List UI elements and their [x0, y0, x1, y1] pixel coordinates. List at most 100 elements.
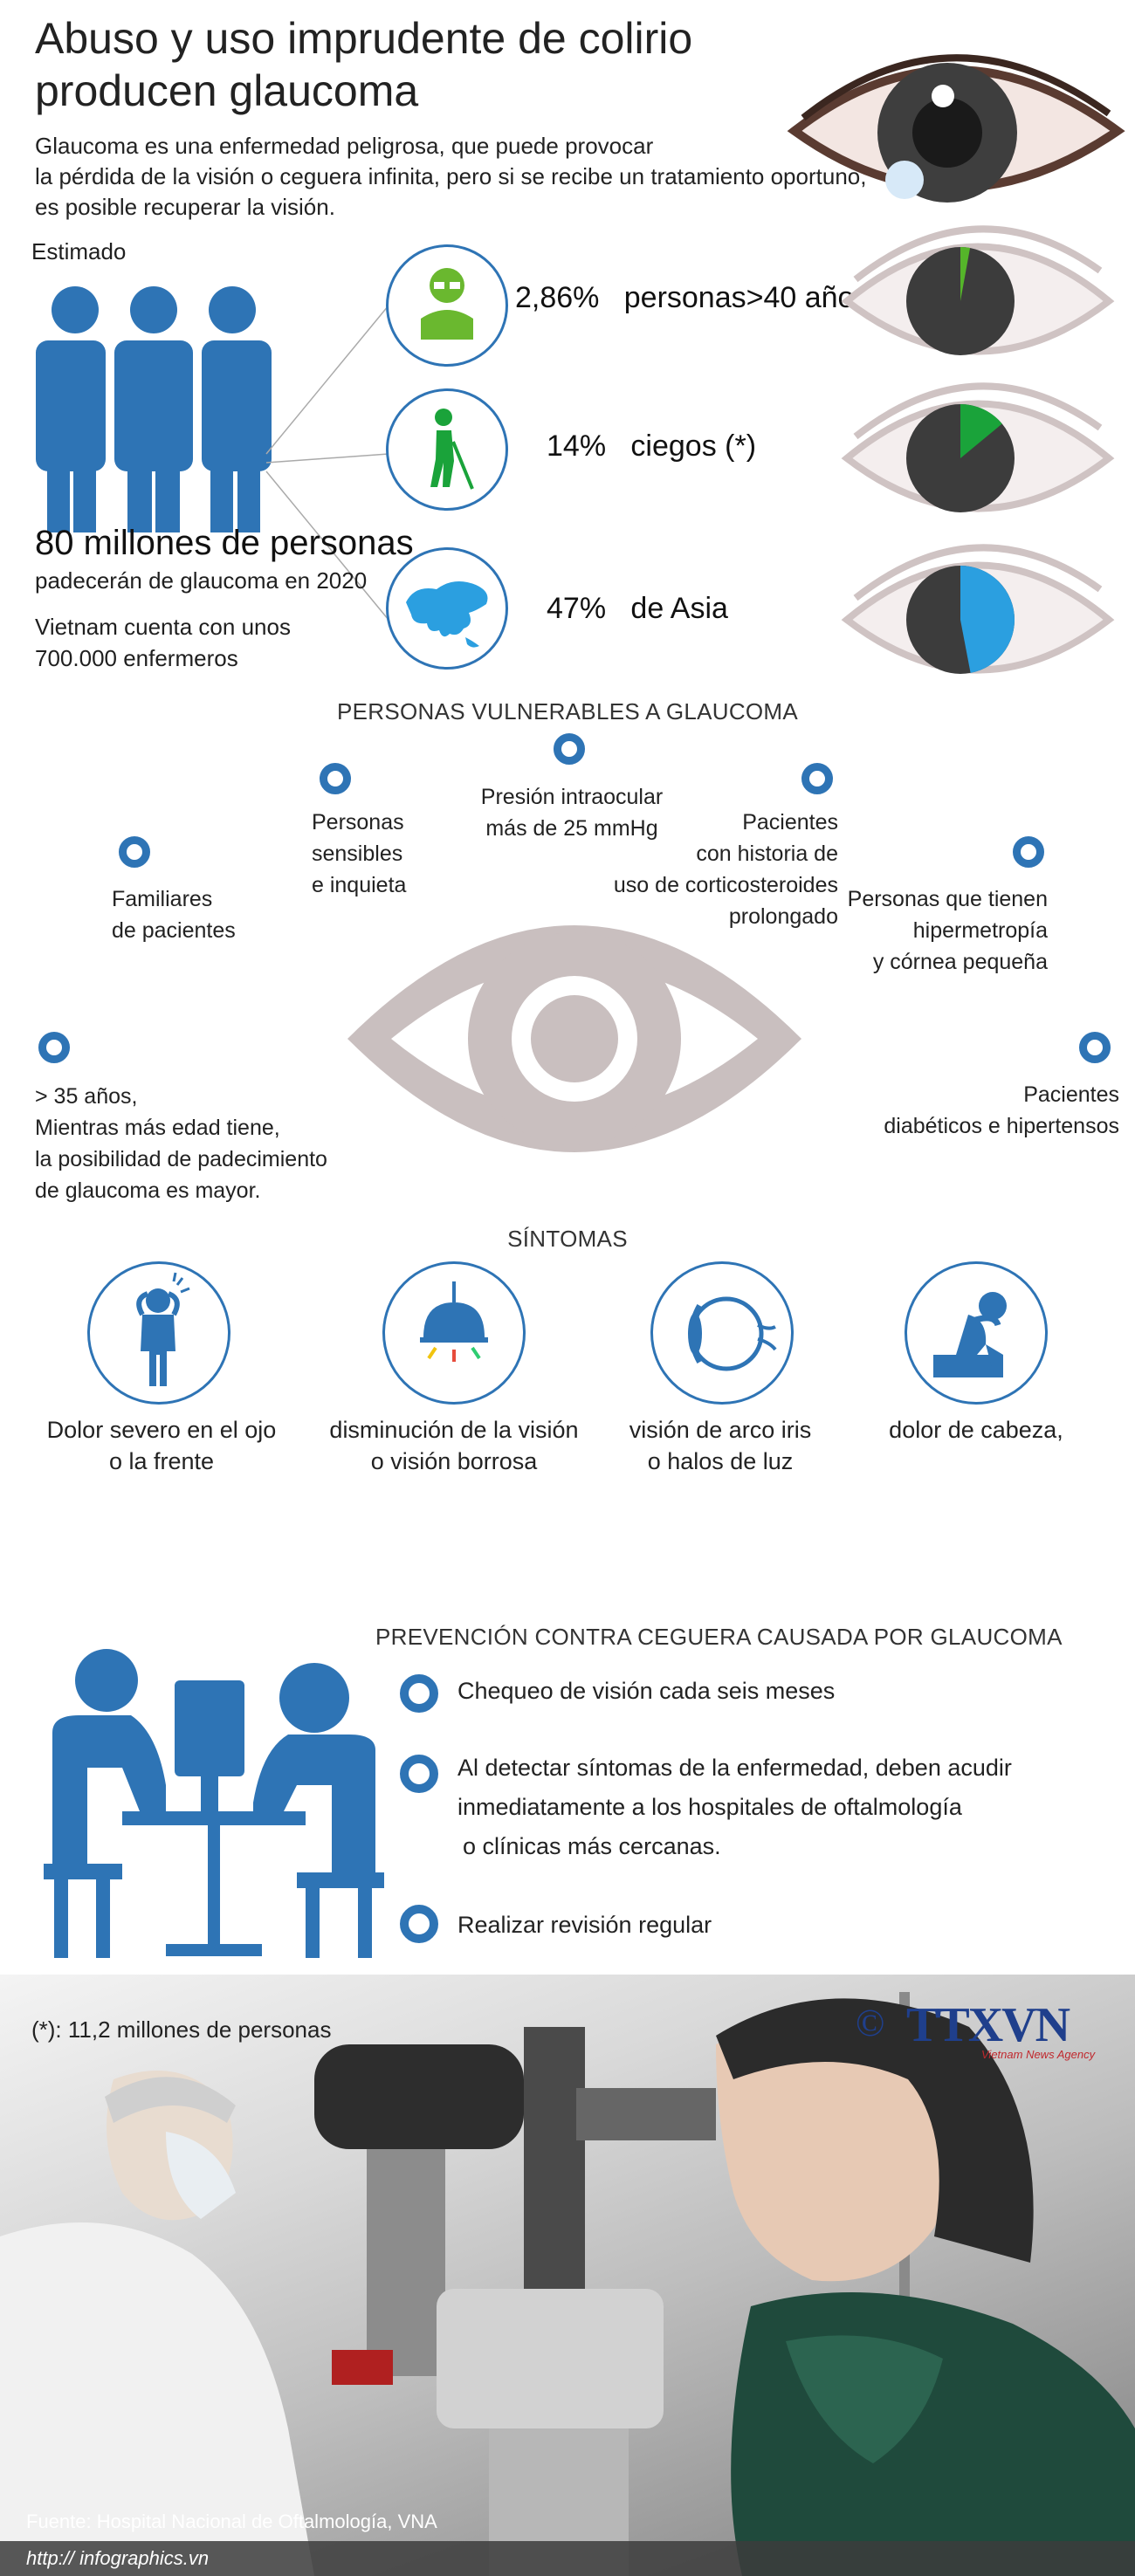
website-link[interactable]: http:// infographics.vn — [26, 2547, 210, 2569]
prevention-item-2-line-3: o clínicas más cercanas. — [463, 1833, 721, 1859]
intro-text: Glaucoma es una enfermedad peligrosa, qu… — [35, 131, 908, 223]
stat-3-value: 47% — [547, 592, 607, 625]
symptom-2-label: disminución de la visión o visión borros… — [314, 1414, 594, 1477]
vuln-cortico-line-4: prolongado — [728, 904, 838, 929]
ring-marker — [1013, 836, 1044, 868]
vuln-hyperopia: Personas que tienen hipermetropía y córn… — [829, 883, 1048, 978]
stat-row-2: 14% ciegos (*) — [547, 429, 756, 464]
vuln-pressure: Presión intraocular más de 25 mmHg — [454, 781, 690, 844]
stat-2-value: 14% — [547, 429, 607, 463]
vuln-hyper-line-2: hipermetropía — [912, 918, 1048, 943]
vuln-age-line-3: la posibilidad de padecimiento — [35, 1147, 327, 1171]
symptom-2-line-2: o visión borrosa — [370, 1448, 538, 1474]
ring-marker — [119, 836, 150, 868]
vietnam-line-1: Vietnam cuenta con unos — [35, 614, 291, 640]
ring-marker — [554, 733, 585, 765]
blind-person-icon — [386, 388, 508, 511]
prevention-item-3: Realizar revisión regular — [457, 1912, 712, 1938]
ring-marker — [801, 763, 833, 794]
severe-pain-icon — [87, 1261, 230, 1405]
stat-eye-1 — [841, 225, 1115, 355]
vuln-hyper-line-1: Personas que tienen — [847, 887, 1048, 911]
source-text: Fuente: Hospital Nacional de Oftalmologí… — [26, 2511, 437, 2532]
percent-slice — [960, 247, 971, 301]
estimate-label: Estimado — [31, 238, 127, 264]
symptom-1-line-2: o la frente — [108, 1448, 215, 1474]
logo-text: TTXVN — [906, 1998, 1070, 2052]
ring-marker — [400, 1905, 438, 1943]
vuln-cortico-line-3: uso de corticosteroides — [613, 873, 838, 897]
vuln-age-line-4: de glaucoma es mayor. — [35, 1178, 261, 1203]
vuln-age-line-2: Mientras más edad tiene, — [35, 1116, 280, 1140]
headache-person-icon — [905, 1261, 1048, 1405]
prevention-item-2-line-2: inmediatamente a los hospitales de oftal… — [457, 1794, 962, 1820]
prevention-item-1: Chequeo de visión cada seis meses — [457, 1678, 836, 1704]
title-line-1: Abuso y uso imprudente de colirio — [35, 14, 693, 63]
vuln-pressure-line-1: Presión intraocular — [480, 785, 664, 809]
prevention-title: PREVENCIÓN CONTRA CEGUERA CAUSADA POR GL… — [375, 1624, 1063, 1650]
symptom-1-label: Dolor severo en el ojo o la frente — [22, 1414, 301, 1477]
vuln-age: > 35 años, Mientras más edad tiene, la p… — [35, 1081, 384, 1206]
vuln-sensitive-line-3: e inquieta — [312, 873, 407, 897]
eyelid-line — [853, 544, 1103, 601]
eye-exam-illustration — [44, 1649, 384, 1958]
stat-eye-3 — [841, 544, 1115, 674]
people-group-icon — [36, 286, 272, 532]
vuln-family-line-2: de pacientes — [112, 918, 236, 943]
vietnam-line-2: 700.000 enfermeros — [35, 645, 238, 671]
symptom-2-line-1: disminución de la visión — [329, 1417, 579, 1443]
page-title: Abuso y uso imprudente de colirio produc… — [35, 12, 716, 117]
symptom-4-line-1: dolor de cabeza, — [889, 1417, 1063, 1443]
elderly-person-icon — [386, 244, 508, 367]
symptom-3-line-2: o halos de luz — [647, 1448, 794, 1474]
vuln-sensitive-line-1: Personas — [312, 810, 404, 835]
percent-slice — [960, 404, 1002, 458]
vuln-diabetic-line-2: diabéticos e hipertensos — [884, 1114, 1119, 1138]
vuln-family-line-1: Familiares — [112, 887, 213, 911]
vietnam-note: Vietnam cuenta con unos 700.000 enfermer… — [35, 611, 384, 674]
vuln-diabetic: Pacientes diabéticos e hipertensos — [856, 1079, 1119, 1142]
title-line-2: producen glaucoma — [35, 66, 419, 115]
symptom-3-line-1: visión de arco iris — [629, 1417, 812, 1443]
eye-anatomy-icon — [650, 1261, 794, 1405]
stat-1-text: personas>40 años — [623, 281, 870, 314]
symptoms-title: SÍNTOMAS — [507, 1226, 628, 1252]
vuln-cortico-line-1: Pacientes — [742, 810, 838, 835]
ttxvn-logo: © TTXVN Vietnam News Agency — [856, 1998, 1109, 2062]
eyelid-line — [853, 225, 1103, 283]
big-gray-eye — [347, 925, 801, 1152]
big-number-sub: padecerán de glaucoma en 2020 — [35, 567, 368, 594]
symptom-1-line-1: Dolor severo en el ojo — [46, 1417, 277, 1443]
stat-1-value: 2,86% — [515, 281, 600, 314]
photo-illustration — [0, 1992, 1135, 2576]
top-eye-illustration — [787, 54, 1125, 203]
stat-2-text: ciegos (*) — [630, 429, 757, 463]
ring-marker — [1079, 1032, 1111, 1063]
ring-marker — [400, 1674, 438, 1713]
stat-3-text: de Asia — [630, 592, 728, 625]
copyright-symbol: © — [856, 2002, 885, 2044]
vuln-sensitive: Personas sensibles e inquieta — [312, 807, 486, 901]
symptom-3-label: visión de arco iris o halos de luz — [581, 1414, 860, 1477]
prevention-item-2-line-1: Al detectar síntomas de la enfermedad, d… — [457, 1755, 1012, 1781]
asia-map-icon — [386, 547, 508, 670]
prevention-item-2: Al detectar síntomas de la enfermedad, d… — [457, 1748, 1012, 1866]
vuln-cortico-line-2: con historia de — [696, 841, 838, 866]
vuln-pressure-line-2: más de 25 mmHg — [485, 816, 658, 841]
intro-line-3: es posible recuperar la visión. — [35, 194, 335, 220]
footer-bar: http:// infographics.vn — [0, 2541, 1135, 2576]
connector-lines — [265, 305, 389, 621]
vuln-diabetic-line-1: Pacientes — [1023, 1082, 1119, 1107]
stat-eye-2 — [841, 382, 1115, 512]
big-number: 80 millones de personas — [35, 524, 414, 562]
ring-marker — [320, 763, 351, 794]
stat-row-1: 2,86% personas>40 años — [515, 281, 869, 315]
ring-marker — [400, 1755, 438, 1793]
vuln-sensitive-line-2: sensibles — [312, 841, 403, 866]
footnote: (*): 11,2 millones de personas — [31, 2016, 332, 2043]
vuln-family: Familiares de pacientes — [112, 883, 321, 946]
vuln-corticosteroids: Pacientes con historia de uso de cortico… — [602, 807, 838, 932]
lamp-blur-icon — [382, 1261, 526, 1405]
vulnerable-title: PERSONAS VULNERABLES A GLAUCOMA — [336, 698, 799, 725]
intro-line-2: la pérdida de la visión o ceguera infini… — [35, 163, 867, 189]
